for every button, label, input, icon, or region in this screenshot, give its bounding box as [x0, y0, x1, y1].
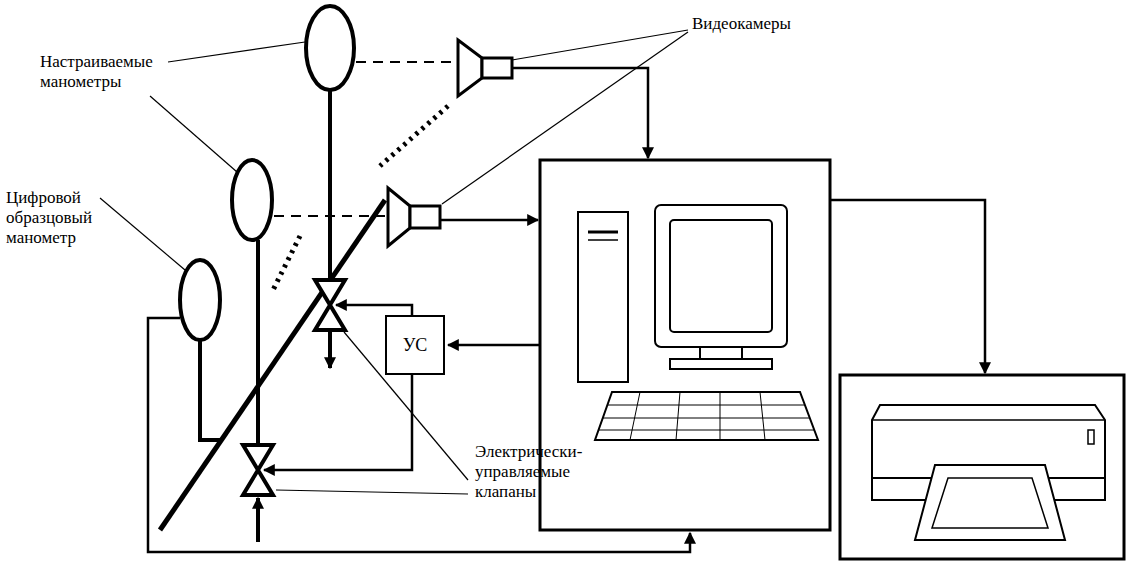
- leader-line: [100, 198, 185, 270]
- signal-wire: [830, 200, 985, 373]
- leader-line: [344, 332, 468, 480]
- reference-gauge: [180, 260, 220, 340]
- keyboard-col: [760, 392, 765, 440]
- view-line: [272, 236, 300, 292]
- view-line: [274, 215, 385, 217]
- control-wire: [264, 375, 412, 470]
- monitor-stand: [700, 347, 742, 359]
- computer-tower: [578, 212, 628, 382]
- camera-lens: [388, 188, 410, 246]
- signal-wire: [448, 344, 540, 347]
- signal-wire: [148, 318, 690, 552]
- outlet-arrow: [328, 331, 332, 368]
- printer-tray: [932, 478, 1048, 528]
- pipe: [160, 200, 385, 530]
- callout-label: Видеокамеры: [692, 14, 852, 34]
- callout-label: Электрически-управляемые клапаны: [475, 442, 617, 502]
- tower-slot: [588, 231, 618, 234]
- camera-body: [482, 58, 512, 78]
- keyboard-col: [630, 392, 640, 440]
- inlet-arrow: [256, 498, 260, 542]
- view-line: [356, 61, 454, 63]
- printer-frame: [840, 375, 1124, 559]
- computer-frame: [540, 160, 830, 530]
- tower-slot: [588, 239, 618, 241]
- leader-line: [168, 42, 305, 62]
- leader-line: [442, 32, 688, 204]
- keyboard-col: [720, 392, 721, 440]
- gauge-stem: [256, 240, 260, 445]
- printer-button: [1088, 430, 1094, 444]
- camera-lens: [458, 40, 482, 96]
- keyboard: [595, 392, 818, 440]
- control-wire: [336, 305, 412, 315]
- leader-line: [512, 30, 688, 60]
- camera-body: [410, 206, 440, 228]
- gauge: [232, 160, 272, 240]
- controller-box: УС: [385, 315, 445, 375]
- callout-label: Настраиваемые манометры: [40, 52, 180, 92]
- printer-line: [872, 419, 1105, 421]
- leader-line: [276, 490, 468, 494]
- keyboard-col: [676, 392, 680, 440]
- signal-wire: [512, 68, 648, 158]
- monitor-screen: [670, 220, 772, 332]
- gauge: [306, 6, 354, 90]
- leader-line: [150, 96, 237, 172]
- keyboard-row: [599, 430, 814, 431]
- monitor: [655, 205, 787, 347]
- callout-label: Цифровой образцовый манометр: [6, 188, 118, 248]
- gauge-stem: [200, 340, 222, 440]
- monitor-base: [670, 359, 772, 369]
- gauge-stem: [328, 90, 332, 280]
- view-line: [380, 106, 448, 166]
- printer-tray: [915, 465, 1065, 540]
- signal-wire: [440, 219, 538, 222]
- box-label: УС: [403, 335, 428, 356]
